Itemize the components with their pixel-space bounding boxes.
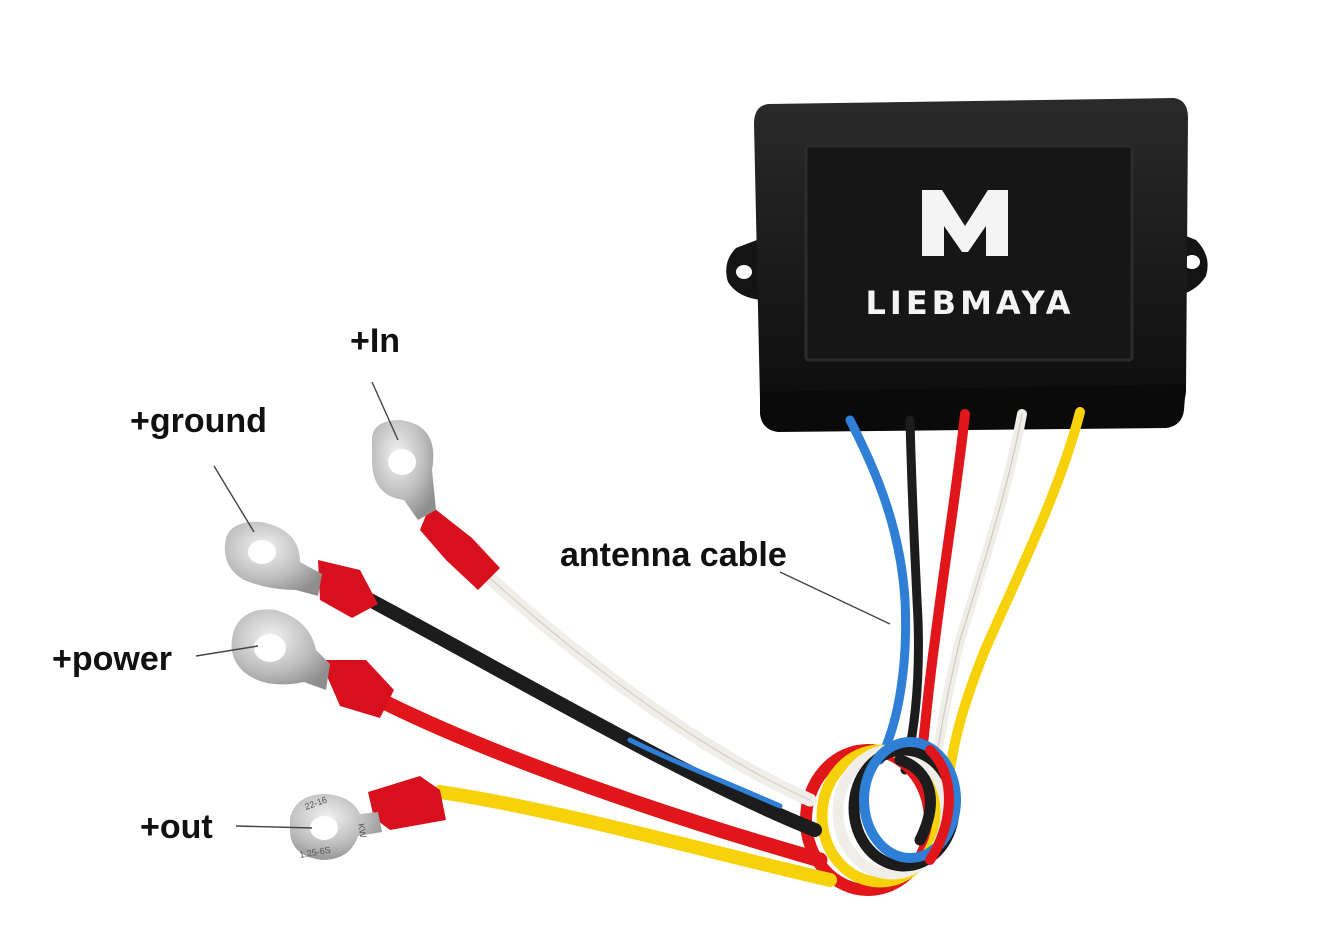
- mounting-hole-left: [736, 265, 752, 279]
- leader-in: [371, 381, 399, 441]
- control-box: LIEBMAYA: [726, 98, 1208, 432]
- label-antenna-cable: antenna cable: [560, 536, 787, 574]
- terminal-power: [231, 609, 394, 718]
- label-out: +out: [140, 808, 213, 846]
- terminal-stamp-mark: KW: [356, 823, 368, 840]
- terminal-in: [372, 420, 500, 590]
- wire-yellow-lower: [433, 785, 837, 887]
- label-power: +power: [52, 640, 172, 678]
- wire-blue-upper: [845, 415, 911, 765]
- leader-lines: [195, 381, 891, 829]
- terminal-out: 22-16 1.25-6S KW: [290, 776, 446, 860]
- logo-m-mark: [922, 190, 1008, 256]
- box-bottom-edge: [760, 384, 1186, 432]
- brand-name: LIEBMAYA: [866, 284, 1075, 322]
- label-panel: [804, 144, 1134, 362]
- wire-bundle: [845, 407, 1085, 775]
- terminal-wires: [363, 553, 837, 887]
- wire-blue-stub: [627, 737, 783, 809]
- leader-out: [235, 825, 313, 829]
- leader-power: [195, 645, 259, 657]
- leader-antenna: [779, 571, 891, 625]
- leader-ground: [213, 465, 255, 533]
- mounting-hole-right: [1184, 255, 1200, 269]
- wire-white-upper-outline: [934, 413, 1023, 771]
- wire-yellow-upper: [945, 407, 1085, 775]
- wire-white-lower-edge: [469, 559, 811, 801]
- wire-black-lower: [363, 593, 822, 837]
- wire-red-upper: [915, 409, 970, 775]
- label-ground: +ground: [130, 402, 267, 440]
- wire-black-upper: [900, 415, 923, 775]
- wire-red-lower: [372, 692, 828, 868]
- label-in: +In: [350, 322, 401, 360]
- terminal-ground: [224, 521, 378, 618]
